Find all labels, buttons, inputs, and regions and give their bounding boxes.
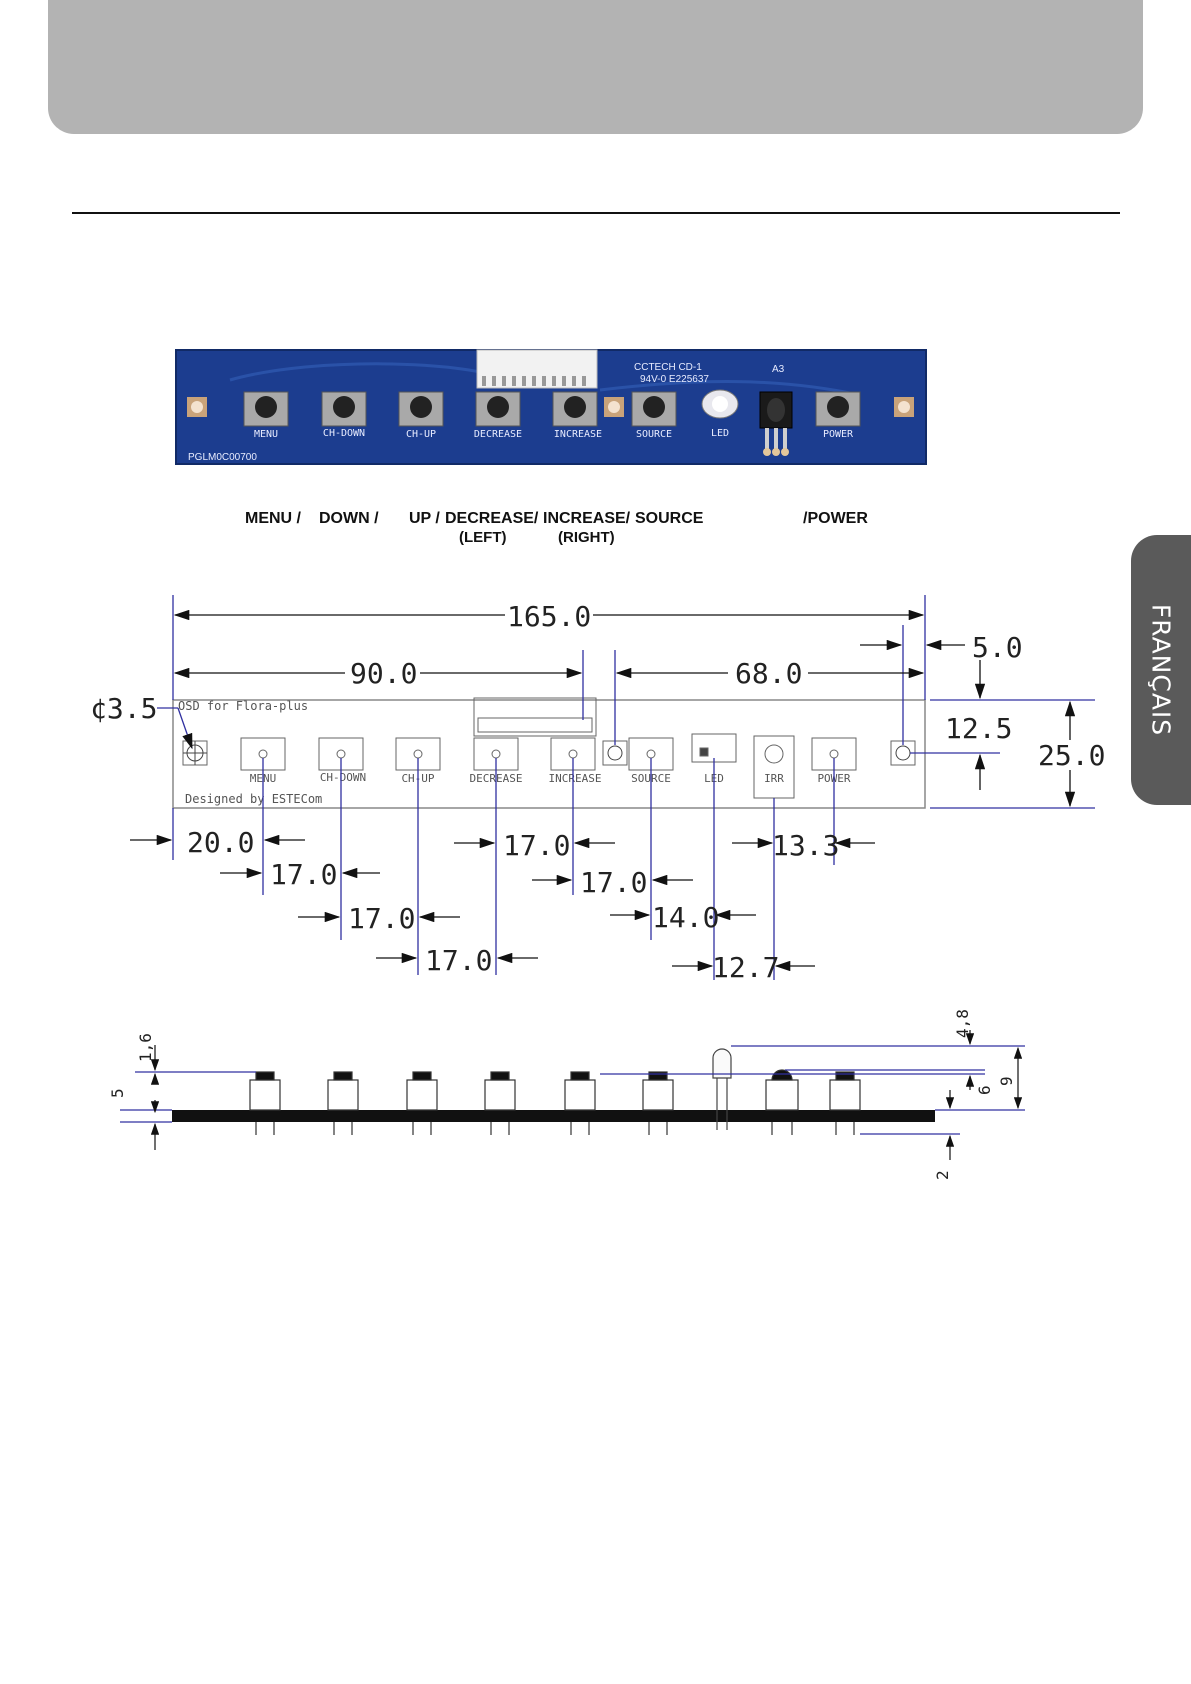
dim-pitch-1: 17.0 bbox=[270, 858, 337, 891]
pcb-label-decrease: DECREASE bbox=[474, 429, 522, 440]
side-switch-ch-up bbox=[406, 1071, 438, 1111]
drawing-label-increase: INCREASE bbox=[549, 772, 602, 785]
dim-hole-diameter: ¢3.5 bbox=[90, 692, 157, 725]
pcb-label-led: LED bbox=[711, 428, 729, 439]
dim-edge-offset: 5.0 bbox=[972, 631, 1023, 664]
top-view-drawing: OSD for Flora-plus Designed by ESTECom M… bbox=[90, 595, 1105, 980]
pcb-photo: MENU CH-DOWN CH-UP DECREASE INCREASE SOU… bbox=[175, 349, 927, 465]
dim-pitch-3: 17.0 bbox=[425, 944, 492, 977]
side-dim-led-height: 9 bbox=[997, 1076, 1016, 1086]
side-view-drawing: 1,6 5 4,8 6 9 2 bbox=[108, 1009, 1025, 1180]
button-captions: MENU / DOWN / UP / DECREASE/ (LEFT) INCR… bbox=[0, 510, 1191, 560]
pcb-button-ch-down bbox=[321, 391, 367, 427]
side-switch-power bbox=[829, 1071, 861, 1111]
caption-menu: MENU / bbox=[245, 510, 301, 527]
side-switch-source bbox=[642, 1071, 674, 1111]
side-dim-total-height: 5 bbox=[108, 1088, 127, 1098]
pcb-label-ch-down: CH-DOWN bbox=[323, 428, 365, 439]
caption-left: (LEFT) bbox=[459, 529, 507, 546]
pcb-label-increase: INCREASE bbox=[554, 429, 602, 440]
dim-board-height: 25.0 bbox=[1038, 739, 1105, 772]
drawing-label-irr: IRR bbox=[764, 772, 784, 785]
header-band bbox=[48, 0, 1143, 134]
pcb-part-number: PGLM0C00700 bbox=[188, 452, 257, 463]
pcb-label-source: SOURCE bbox=[636, 429, 672, 440]
side-switch-increase bbox=[564, 1071, 596, 1111]
caption-power: /POWER bbox=[803, 510, 868, 527]
pcb-led bbox=[701, 389, 739, 419]
dim-irr-power: 13.3 bbox=[772, 829, 839, 862]
dim-source-led: 14.0 bbox=[652, 901, 719, 934]
pcb-ir-receiver bbox=[759, 391, 793, 456]
drawing-hole-left bbox=[182, 740, 208, 766]
caption-decrease: DECREASE/ bbox=[445, 510, 539, 527]
pcb-label-ch-up: CH-UP bbox=[406, 429, 436, 440]
drawing-ir-receiver bbox=[753, 735, 795, 799]
pcb-connector bbox=[476, 349, 598, 389]
dim-pitch-5: 17.0 bbox=[580, 866, 647, 899]
dim-led-irr: 12.7 bbox=[712, 951, 779, 980]
side-dim-pin-length: 2 bbox=[933, 1170, 952, 1180]
side-view-board bbox=[172, 1110, 935, 1122]
dim-to-connector: 90.0 bbox=[350, 657, 417, 690]
caption-down: DOWN / bbox=[319, 510, 379, 527]
header-rule bbox=[72, 212, 1120, 214]
caption-up: UP / bbox=[409, 510, 440, 527]
side-ir-receiver bbox=[765, 1069, 799, 1111]
drawing-led bbox=[691, 733, 737, 763]
drawing-connector bbox=[473, 697, 597, 737]
language-tab[interactable]: FRANÇAIS bbox=[1131, 535, 1191, 805]
dim-overall-width: 165.0 bbox=[507, 600, 591, 633]
side-switch-menu bbox=[249, 1071, 281, 1111]
drawing-label-ch-down: CH-DOWN bbox=[320, 771, 366, 784]
pcb-label-menu: MENU bbox=[254, 429, 278, 440]
dim-pitch-2: 17.0 bbox=[348, 902, 415, 935]
side-dim-led-extra: 4,8 bbox=[953, 1009, 972, 1038]
pcb-button-increase bbox=[552, 391, 598, 427]
dim-first-button: 20.0 bbox=[187, 826, 254, 859]
caption-source: SOURCE bbox=[635, 510, 704, 527]
caption-right: (RIGHT) bbox=[558, 529, 615, 546]
pcb-label-power: POWER bbox=[823, 429, 854, 440]
side-led bbox=[712, 1048, 732, 1130]
pcb-title-line-2: 94V-0 E225637 bbox=[640, 374, 709, 385]
side-dim-button-height: 1,6 bbox=[136, 1033, 155, 1062]
pcb-button-source bbox=[631, 391, 677, 427]
side-switch-decrease bbox=[484, 1071, 516, 1111]
dim-to-right-hole: 68.0 bbox=[735, 657, 802, 690]
pcb-button-ch-up bbox=[398, 391, 444, 427]
pcb-button-power bbox=[815, 391, 861, 427]
caption-increase: INCREASE/ bbox=[543, 510, 631, 527]
drawing-designer-text: Designed by ESTECom bbox=[185, 792, 322, 806]
drawing-board-text: OSD for Flora-plus bbox=[178, 699, 308, 713]
side-dim-sensor-height: 6 bbox=[975, 1085, 994, 1095]
drawing-board-outline bbox=[172, 699, 926, 809]
dim-pitch-4: 17.0 bbox=[503, 829, 570, 862]
pcb-revision: A3 bbox=[772, 364, 785, 375]
side-switch-ch-down bbox=[327, 1071, 359, 1111]
pcb-button-decrease bbox=[475, 391, 521, 427]
dim-hole-height: 12.5 bbox=[945, 712, 1012, 745]
pcb-button-menu bbox=[243, 391, 289, 427]
pcb-title-line-1: CCTECH CD-1 bbox=[634, 362, 702, 373]
